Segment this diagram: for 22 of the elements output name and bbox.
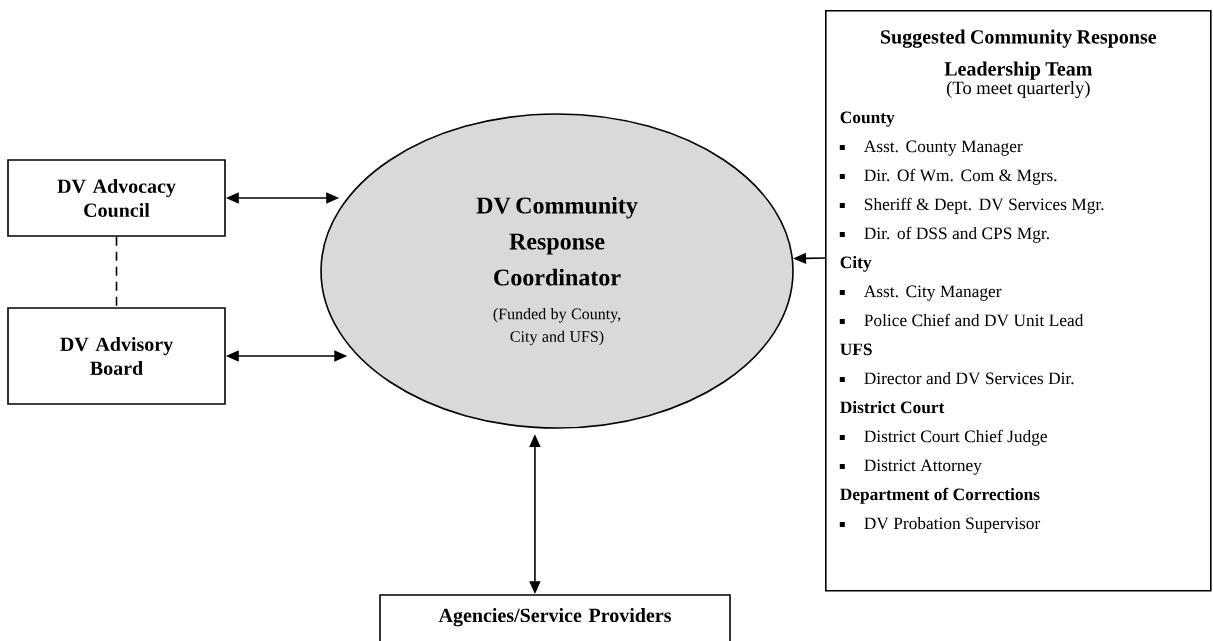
list-item: Dir. Of Wm. Com & Mgrs. bbox=[839, 168, 1057, 185]
process-box: Agencies/Service Providers bbox=[379, 594, 731, 641]
group-heading: UFS bbox=[840, 343, 872, 356]
list-item: DV Probation Supervisor bbox=[839, 516, 1041, 533]
list-item: Dir. of DSS and CPS Mgr. bbox=[839, 226, 1049, 243]
dashed-line bbox=[115, 236, 118, 308]
box-subheading: (To meet quarterly) bbox=[946, 81, 1090, 99]
group-heading: County bbox=[840, 111, 895, 127]
process-box: DV Advisory Board bbox=[7, 307, 226, 405]
list-item: Asst. County Manager bbox=[839, 140, 1023, 156]
process-box: DV Advocacy Council bbox=[7, 159, 226, 237]
group-heading: Department of Corrections bbox=[840, 487, 1040, 504]
list-item: District Court Chief Judge bbox=[839, 429, 1047, 446]
box-heading: Suggested Community Response Leadership Team bbox=[881, 29, 1157, 80]
group-heading: City bbox=[840, 255, 872, 272]
list-item: Asst. City Manager bbox=[839, 285, 1002, 301]
list-item: Police Chief and DV Unit Lead bbox=[839, 313, 1084, 327]
team-box bbox=[825, 10, 1212, 592]
list-item: District Attorney bbox=[839, 459, 982, 475]
list-item: Sheriff & Dept. DV Services Mgr. bbox=[839, 197, 1104, 214]
group-heading: District Court bbox=[840, 400, 945, 414]
list-item: Director and DV Services Dir. bbox=[839, 371, 1074, 385]
